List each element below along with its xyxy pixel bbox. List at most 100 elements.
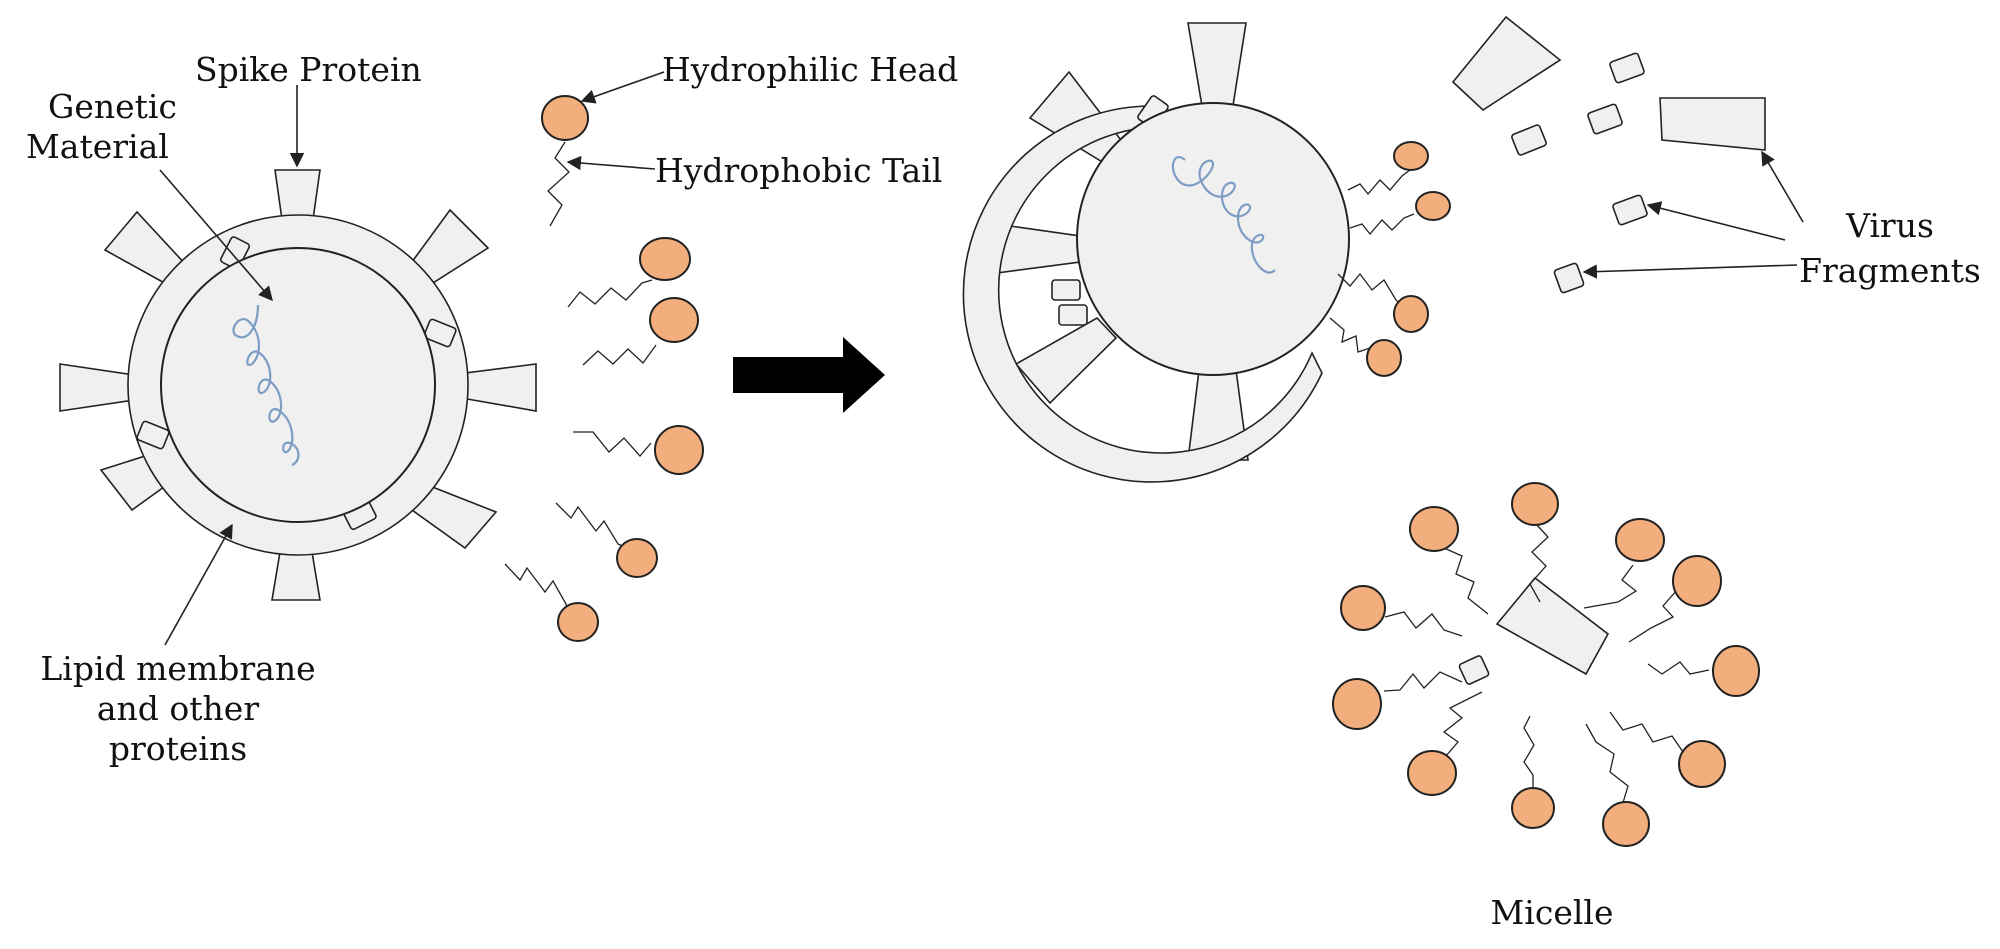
micelle-core-spike [1495,576,1610,676]
surfactant-molecule-labelled [541,95,589,227]
fragment-protein [1612,194,1648,226]
attached-surfactants [1329,141,1451,377]
label-lipid-2: and other [97,689,259,728]
intact-virus [59,169,537,601]
fragment-spike [1659,97,1766,151]
virus-core [1076,102,1350,376]
label-lipid-1: Lipid membrane [40,649,315,688]
label-spike-protein: Spike Protein [195,50,422,89]
label-lipid-3: proteins [109,729,247,768]
fragment-protein [1609,52,1645,84]
hydrophobic-tail [1442,691,1483,758]
hydrophobic-tail [1628,589,1678,643]
label-hydrophobic-tail: Hydrophobic Tail [655,151,942,190]
surfactant-molecule [1347,141,1429,196]
disrupted-virus [962,22,1451,483]
surfactant-molecule [504,563,599,642]
fragment-pointer [1582,264,1798,279]
virus-core [160,247,436,523]
hydrophilic-head [654,425,704,475]
micelle-surfactant [1647,645,1760,697]
hydrophobic-tail [1583,564,1638,609]
disrupted-spikes [981,22,1249,461]
micelle-surfactant [1609,711,1726,788]
hydrophobic-tail [1609,711,1684,753]
broken-lipid-membrane [962,105,1323,483]
hydrophilic-head [557,602,599,642]
micelle-surfactant [1407,691,1483,796]
surfactant-molecule [1337,272,1429,333]
micelle-surfactant [1628,555,1722,643]
hydrophilic-head [1712,645,1760,697]
hydrophilic-head [1672,555,1722,607]
fragment-spike [1451,15,1562,112]
hydrophilic-head [1366,339,1402,377]
hydrophilic-head [1409,506,1459,552]
hydrophilic-head [1615,518,1665,562]
reaction-arrow [733,337,885,413]
hydrophobic-tail [573,431,652,457]
hydrophobic-tail [1347,169,1411,196]
labels: Spike Protein Genetic Material Hydrophil… [26,50,1981,932]
hydrophilic-head [1393,295,1429,333]
hydrophilic-head [1511,787,1555,829]
spike-protein-0 [1187,22,1247,113]
label-genetic-material-1: Genetic [48,87,177,126]
hydrophilic-head [1332,678,1382,730]
surfactant-molecule [573,425,704,475]
membrane-protein [1051,279,1081,301]
fragment-protein [1553,262,1585,294]
hydrophilic-head [1678,740,1726,788]
hydrophobic-tail [1383,671,1463,692]
fragment-pointer [1761,150,1804,223]
hydrophobic-tail [1585,723,1629,807]
hydrophobic-tail [1384,611,1463,637]
hydrophilic-head [1340,585,1386,631]
genetic-material-strand [232,304,300,467]
hydrophobic-tail [582,344,657,366]
micelle-surfactant [1340,585,1463,637]
membrane-protein [423,318,457,348]
hydrophilic-head [1415,191,1451,221]
surfactant-molecule [1349,191,1451,236]
hydrophobic-tail [1337,272,1403,307]
micelle-surfactant [1409,506,1489,615]
surfactant-molecule [567,237,691,308]
hydrophobic-tail [1529,522,1549,603]
genetic-material-strand [1171,156,1276,274]
genetic-material-pointer [159,169,273,302]
hydrophobic-tail [504,563,569,613]
label-genetic-material-2: Material [26,127,169,166]
micelle-core-protein [1458,655,1490,685]
hydrophilic-head [616,538,658,578]
hydrophilic-head [1393,141,1429,171]
micelle-surfactant [1583,518,1665,609]
micelle-surfactant [1585,723,1650,847]
hydrophobic-tail [1329,317,1375,357]
hydrophobic-tail [547,141,570,227]
hydrophobic-tail-pointer [566,155,656,171]
label-virus-fragments-2: Fragments [1799,251,1981,290]
hydrophobic-tail [1349,213,1415,236]
surfactant-molecule [582,297,699,366]
hydrophilic-head-pointer [580,71,665,104]
label-hydrophilic-head: Hydrophilic Head [662,50,958,89]
hydrophobic-tail [1523,715,1535,791]
fragment-protein [1587,103,1623,135]
spike-protein-3 [1014,316,1118,405]
fragment-pointer [1646,201,1786,241]
hydrophobic-tail [567,279,653,308]
lipid-membrane-pointer [164,523,233,646]
hydrophilic-head [1602,801,1650,847]
virus-fragments [1451,15,1766,294]
hydrophilic-head [1511,482,1559,526]
label-virus-fragments-1: Virus [1845,206,1934,245]
fragment-protein [1511,124,1547,156]
membrane-protein [136,420,170,450]
micelle [1332,482,1760,847]
membrane-protein [1058,304,1088,326]
free-surfactants [504,95,704,642]
micelle-surfactant [1332,671,1463,730]
surfactant-molecule [1329,317,1402,377]
